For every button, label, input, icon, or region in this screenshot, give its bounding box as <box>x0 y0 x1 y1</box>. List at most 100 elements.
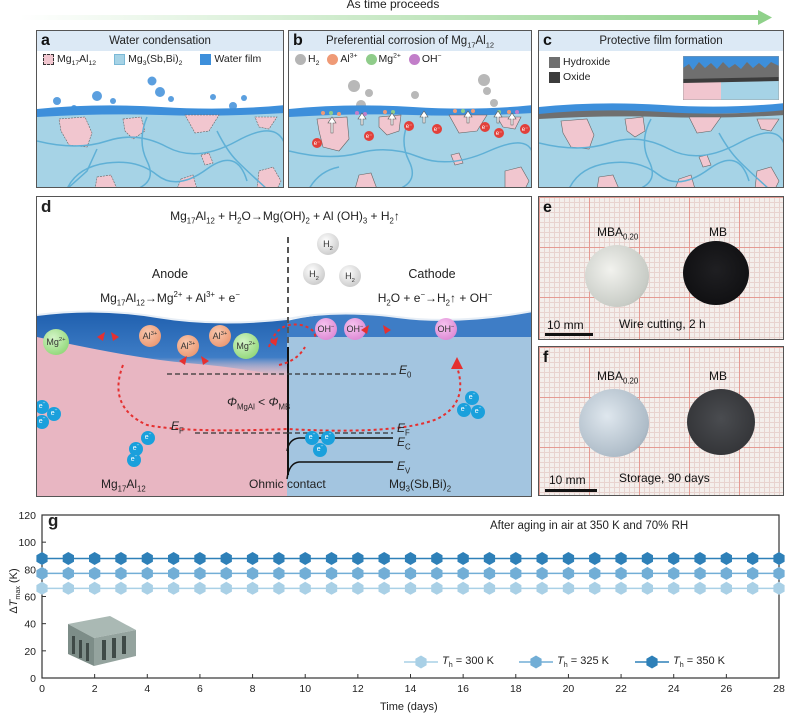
data-point <box>352 566 364 580</box>
x-axis-label: Time (days) <box>380 701 438 713</box>
legend-label: Hydroxide <box>563 56 611 68</box>
data-point <box>404 552 417 565</box>
electron: e− <box>47 407 61 421</box>
x-tick-label: 4 <box>144 683 150 695</box>
x-tick-label: 18 <box>510 683 522 695</box>
chart-annotation: After aging in air at 350 K and 70% RH <box>490 520 689 532</box>
x-tick-label: 10 <box>299 683 311 695</box>
data-point <box>694 581 706 595</box>
data-point <box>589 566 601 580</box>
data-point <box>483 581 496 595</box>
electron: e− <box>129 442 143 456</box>
data-point <box>668 581 680 595</box>
al3-dot <box>327 53 339 65</box>
legend-item-water-film: Water film <box>200 53 261 65</box>
mba020-sample <box>579 389 649 457</box>
legend-label: Th = 350 K <box>673 655 725 669</box>
overall-reaction: Mg17Al12 + H2O→Mg(OH)2 + Al (OH)3 + H2↑ <box>170 209 400 226</box>
panel-b-letter: b <box>293 32 303 49</box>
mb-label: MB <box>709 225 727 239</box>
legend-text: Th = 325 K <box>557 655 610 670</box>
mg3sbbi2-region <box>287 327 531 496</box>
electrons <box>312 121 530 148</box>
mb-sample <box>687 389 755 455</box>
data-point <box>404 581 417 595</box>
data-point <box>115 566 127 580</box>
interface-line <box>287 347 289 475</box>
y-tick-label: 100 <box>18 537 36 549</box>
data-point <box>194 552 206 565</box>
x-tick-label: 28 <box>773 683 785 695</box>
electron: e− <box>127 453 141 467</box>
wire-cutting-label: Wire cutting, 2 h <box>619 317 706 331</box>
h2-dot <box>295 53 306 65</box>
al3-ion: Al3+ <box>209 325 231 347</box>
data-point <box>431 566 443 580</box>
data-point <box>352 552 364 565</box>
data-point <box>325 566 338 580</box>
svg-text:e⁻: e⁻ <box>406 124 413 130</box>
data-point <box>194 581 206 595</box>
y-tick-label: 20 <box>24 646 36 658</box>
y-axis-label: ΔTmax (K) <box>8 568 23 614</box>
mg2-dot <box>365 53 377 65</box>
legend-item-h2: H2 <box>295 53 319 67</box>
data-point <box>457 566 469 580</box>
data-point <box>694 566 706 580</box>
cathode-label: Cathode <box>408 267 456 281</box>
data-point <box>273 581 285 595</box>
ec-label: EC <box>397 435 411 452</box>
data-point <box>194 566 206 580</box>
legend-label: Mg2+ <box>378 52 401 65</box>
x-tick-label: 20 <box>563 683 575 695</box>
legend-marker <box>415 655 427 669</box>
data-point <box>141 581 153 595</box>
cathode-reaction: H2O + e−→H2↑ + OH− <box>377 290 493 308</box>
h2-bubble: H2 <box>339 265 361 287</box>
data-point <box>273 566 285 580</box>
panel-b: b Preferential corrosion of Mg17Al12 H2 … <box>288 30 532 188</box>
panel-a: a Water condensation Mg17Al12 Mg3(Sb,Bi)… <box>36 30 284 188</box>
legend-label: OH− <box>421 52 442 65</box>
panel-c-illustration <box>539 103 783 187</box>
mg2-ion: Mg2+ <box>233 333 259 359</box>
water-film-swatch <box>200 53 212 65</box>
data-point <box>720 581 732 595</box>
svg-text:e⁻: e⁻ <box>314 141 321 147</box>
legend-item-mg17al12: Mg17Al12 <box>43 53 96 67</box>
panel-f-letter: f <box>543 349 549 366</box>
data-point <box>562 566 575 580</box>
legend-label: Th = 300 K <box>442 655 494 669</box>
panel-a-title: Water condensation <box>109 35 211 47</box>
data-point <box>641 566 653 580</box>
data-point <box>457 581 469 595</box>
y-tick-label: 0 <box>30 673 36 685</box>
oh-ion: OH− <box>435 318 457 340</box>
ohmic-contact-label: Ohmic contact <box>249 477 326 491</box>
y-tick-label: 80 <box>24 564 36 576</box>
mb-sample <box>683 241 749 305</box>
electron: e− <box>321 431 335 445</box>
panel-b-title: Preferential corrosion of Mg17Al12 <box>325 35 495 50</box>
data-point <box>325 552 338 565</box>
data-point <box>615 552 627 565</box>
legend-item-mg3sbbi2: Mg3(Sb,Bi)2 <box>114 53 182 67</box>
oh-ion: OH− <box>315 318 337 340</box>
oh-dot <box>408 53 420 65</box>
data-point <box>589 552 601 565</box>
plot-frame <box>41 514 780 679</box>
x-tick-label: 24 <box>668 683 680 695</box>
x-tick-label: 22 <box>615 683 627 695</box>
data-point <box>62 566 74 580</box>
y-tick-label: 60 <box>24 592 36 604</box>
mb-label: MB <box>709 369 727 383</box>
panel-g-letter: g <box>48 511 59 530</box>
data-point <box>536 581 548 595</box>
x-tick-label: 16 <box>457 683 469 695</box>
film-inset <box>683 56 779 100</box>
data-point <box>325 581 338 595</box>
scale-label: 10 mm <box>549 473 586 487</box>
data-point <box>668 566 680 580</box>
water-droplets <box>53 76 247 111</box>
